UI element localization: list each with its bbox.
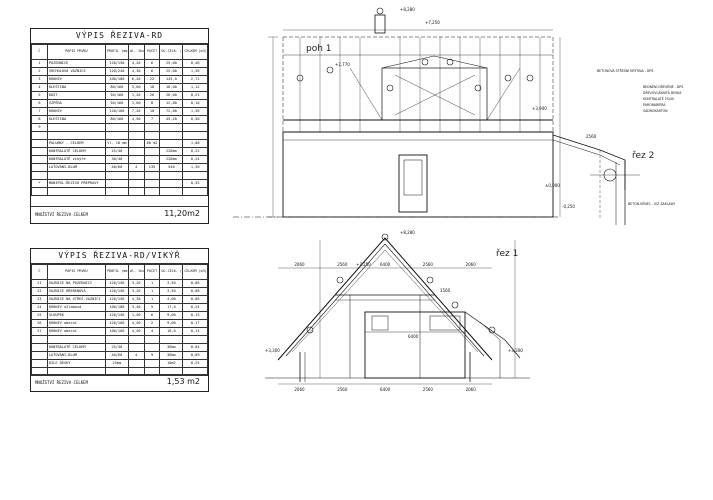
note-top: BETONOVÁ STŘEŠNÍ KRYTINA - DPS xyxy=(597,68,653,73)
table-row: 9 xyxy=(31,123,208,132)
column-header: PROFIL (mm) xyxy=(104,264,129,280)
dims-bottom: 2060 2560 6400 2560 2060 xyxy=(294,387,476,392)
note-right-5: SÁDROKARTON xyxy=(643,108,668,113)
elev-left: +3,300 xyxy=(265,348,280,353)
dim-label: 2560 xyxy=(423,387,434,392)
section2-label: řez 2 xyxy=(632,151,654,161)
dim-label: 6400 xyxy=(380,387,391,392)
note-bottom: BETON.VĚNEC - VIZ ZAKLADY xyxy=(628,201,675,206)
table-row xyxy=(31,187,208,196)
table-cell xyxy=(182,367,208,376)
total-label: MNOŽSTVÍ ŘEZIVA CELKEM xyxy=(35,380,88,385)
dim-label: 2560 xyxy=(337,262,348,267)
dim-label: 2060 xyxy=(294,387,305,392)
dim-1560: 1560 xyxy=(440,288,451,293)
note-right-3: KONTRALATĚ 25/40 xyxy=(643,96,674,101)
section1-label: řez 1 xyxy=(496,249,518,259)
table-cell xyxy=(159,367,184,376)
note-right-1: BEDNĚNÍ DŘEVĚNÉ - DPS xyxy=(643,84,683,89)
plan-label: poh 1 xyxy=(306,44,332,54)
table-cell xyxy=(104,367,129,376)
elev-eave: +3,900 xyxy=(532,106,547,111)
note-right-2: DŘEVOVLÁKNITÁ DESKA xyxy=(643,90,682,95)
table-cell xyxy=(46,367,106,376)
dim-label: 2560 xyxy=(337,387,348,392)
total-value: 1,53 m2 xyxy=(166,377,200,386)
note-right-4: PAROBARIÉRA xyxy=(643,102,666,107)
elev-ridge: +7,250 xyxy=(425,20,440,25)
dim-label: 2060 xyxy=(466,387,477,392)
table-cell xyxy=(104,187,129,196)
elev-section-top: +8,280 xyxy=(400,230,415,235)
dim-label: 2060 xyxy=(466,262,477,267)
table-total: MNOŽSTVÍ ŘEZIVA CELKEM 1,53 m2 xyxy=(31,374,208,391)
table-row xyxy=(31,367,208,376)
total-value: 11,20m2 xyxy=(164,209,200,218)
dim-label: 2060 xyxy=(294,262,305,267)
elev-section-ridge: +7,250 xyxy=(356,262,371,267)
table-title: VÝPIS ŘEZIVA-RD/VIKÝŘ xyxy=(31,249,208,264)
elev-base: ±0,000 xyxy=(545,183,560,188)
table-cell xyxy=(159,187,184,196)
table-cell xyxy=(182,187,208,196)
table-title: VÝPIS ŘEZIVA-RD xyxy=(31,29,208,44)
dim-2560: 2560 xyxy=(586,134,597,139)
total-label: MNOŽSTVÍ ŘEZIVA CELKEM xyxy=(35,212,88,217)
dim-label: 6400 xyxy=(380,262,391,267)
elev-right: +3,300 xyxy=(508,348,523,353)
column-header: CELKEM (m3) xyxy=(182,264,208,280)
elev-top: +8,280 xyxy=(400,7,415,12)
column-header: CELKEM (m3) xyxy=(182,44,208,60)
dims-top: 2060 2560 6400 2560 2060 xyxy=(294,262,476,267)
dim-6400: 6400 xyxy=(408,334,419,339)
table-cell xyxy=(46,187,106,196)
elev-floor: +2,770 xyxy=(335,62,350,67)
dim-label: 2560 xyxy=(423,262,434,267)
elev-low: -0,250 xyxy=(562,204,575,209)
table-total: MNOŽSTVÍ ŘEZIVA CELKEM 11,20m2 xyxy=(31,206,208,223)
